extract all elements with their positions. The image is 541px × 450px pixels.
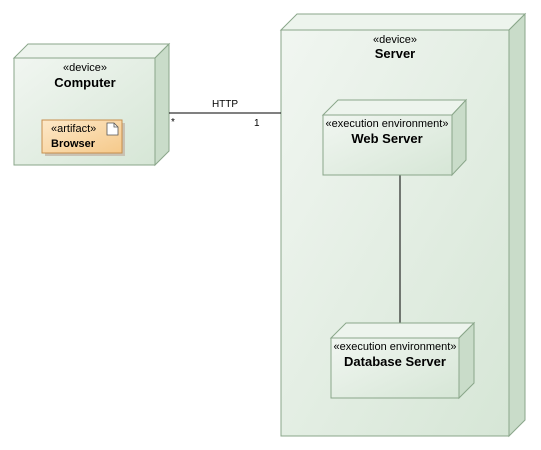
browser-name: Browser [51, 138, 96, 150]
http-target-multiplicity: 1 [254, 118, 260, 129]
http-connection-label: HTTP [212, 99, 238, 110]
web-server-node[interactable]: «execution environment» Web Server [321, 98, 468, 177]
computer-node-side [154, 42, 170, 167]
database-server-node[interactable]: «execution environment» Database Server [329, 321, 476, 400]
database-server-node-front [330, 337, 460, 399]
server-stereotype: «device» [373, 34, 417, 46]
server-name: Server [375, 46, 415, 61]
database-server-name: Database Server [344, 354, 446, 369]
web-server-name: Web Server [351, 131, 422, 146]
web-server-node-top [321, 99, 468, 116]
server-node-side [508, 12, 526, 438]
web-server-node-front [322, 114, 453, 176]
computer-stereotype: «device» [63, 62, 107, 74]
http-source-multiplicity: * [171, 117, 175, 128]
document-icon [106, 122, 119, 136]
database-server-stereotype: «execution environment» [334, 341, 457, 353]
http-connection[interactable]: HTTP * 1 [169, 99, 281, 129]
computer-node-top [12, 43, 171, 59]
computer-name: Computer [54, 75, 115, 90]
browser-artifact[interactable]: «artifact» Browser [41, 119, 125, 156]
server-node[interactable]: «device» Server [279, 12, 527, 438]
browser-stereotype: «artifact» [51, 123, 96, 135]
web-server-stereotype: «execution environment» [326, 118, 449, 130]
server-node-top [279, 13, 527, 31]
database-server-node-top [329, 322, 476, 339]
